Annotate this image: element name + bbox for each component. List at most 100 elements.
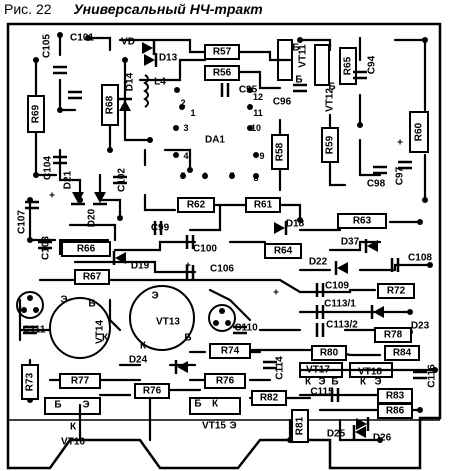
- resistor-label: R78: [384, 330, 403, 341]
- ic-pin-10: 10: [251, 123, 261, 133]
- capacitor-c97: C97: [395, 160, 412, 185]
- resistor-r76-23: R76: [134, 383, 170, 399]
- diode-d24-10: [174, 360, 188, 374]
- resistor-r86-26: R86: [377, 403, 413, 419]
- resistor-label: R56: [213, 68, 232, 79]
- resistor-r84-22: R84: [384, 345, 420, 361]
- diode-vd-0: [142, 41, 156, 55]
- transistor-label-vt18: VT18: [358, 367, 382, 378]
- transistor-pin-vt14-0: Э: [60, 295, 67, 306]
- transistor-pin-vt14-1: Б: [88, 299, 95, 310]
- resistor-r63-11: R63: [337, 213, 387, 229]
- vt16-body: [44, 397, 101, 415]
- transistor-pin-vt16-2: К: [70, 422, 77, 433]
- capacitor-c110: C110: [233, 323, 258, 335]
- resistor-label: R81: [295, 416, 306, 435]
- resistor-r57-0: R57: [204, 44, 240, 60]
- capacitor-label: C107: [17, 210, 28, 234]
- resistor-label: R82: [260, 393, 279, 404]
- resistor-label: R66: [77, 244, 96, 255]
- resistor-r82-24: R82: [251, 390, 287, 406]
- capacitor-c113-2: C113/2: [315, 320, 358, 337]
- resistor-r74-18: R74: [209, 343, 251, 359]
- diode-d14-2: [118, 97, 132, 111]
- transistor-pin-vt17-2: Б: [331, 377, 338, 388]
- transistor-pin-vt13-1: Б: [184, 333, 191, 344]
- resistor-label: R72: [387, 286, 406, 297]
- resistor-label: R63: [353, 216, 372, 227]
- capacitor-c95: C95: [220, 83, 258, 97]
- ic-pin-3: 3: [183, 123, 188, 133]
- diode-label: D14: [125, 72, 136, 91]
- capacitor-c116: C116: [413, 364, 438, 388]
- capacitor-label: C116: [427, 364, 438, 388]
- capacitor-label: C113/2: [326, 320, 358, 331]
- transistor-pin-vt15-1: К: [212, 399, 219, 410]
- transistor-pin-vt11-0: Б: [292, 43, 299, 54]
- capacitor-c114: C114: [263, 356, 286, 380]
- resistor-r56-1: R56: [204, 65, 240, 81]
- resistor-label: R73: [25, 372, 36, 391]
- transistor-pin-vt12-0: Б: [328, 82, 335, 93]
- diode-label: D21: [63, 170, 74, 189]
- vt15-body: [189, 397, 241, 415]
- diode-label: D18: [286, 219, 305, 230]
- capacitor-label: C105: [42, 34, 53, 58]
- transistor-label-vt14: VT14: [95, 320, 106, 344]
- diode-label: D25: [327, 429, 346, 440]
- diode-d22-8: [334, 261, 348, 275]
- vt12-body: [314, 44, 330, 86]
- capacitor-c100: C100: [185, 235, 217, 255]
- transistor-pin-vt17-1: Э: [318, 377, 325, 388]
- resistor-label: R68: [105, 95, 116, 114]
- resistor-label: R61: [254, 200, 273, 211]
- diode-label: VD: [121, 37, 135, 48]
- transistor-pin-vt18-1: Э: [374, 377, 381, 388]
- capacitor-c107: C107: [17, 200, 39, 234]
- capacitor-c111: C111: [23, 325, 46, 336]
- resistor-label: R80: [320, 348, 339, 359]
- diode-d21-3: [71, 192, 85, 206]
- capacitor-label: C95: [239, 85, 258, 96]
- resistor-r65-2: R65: [339, 47, 357, 85]
- capacitor-label: C98: [367, 179, 386, 190]
- capacitor-c96: C96: [273, 83, 307, 108]
- resistor-r59-7: R59: [321, 127, 339, 163]
- diode-d19-7: [112, 251, 126, 265]
- diode-d37-6: [364, 239, 378, 253]
- diode-d20-4: [93, 192, 107, 206]
- ic-pin-1: 1: [190, 108, 195, 118]
- resistor-label: R58: [275, 142, 286, 161]
- ic-pin-4: 4: [183, 151, 188, 161]
- diode-d23-9: [370, 305, 384, 319]
- ic-pins: [173, 87, 259, 179]
- resistor-label: R86: [386, 406, 405, 417]
- transistor-pin-vt13-2: К: [140, 341, 147, 352]
- capacitor-label: C97: [395, 166, 406, 185]
- resistor-label: R69: [31, 104, 42, 123]
- capacitor-c106: C106: [185, 264, 234, 279]
- diode-d18-5: [274, 221, 288, 235]
- transistor-label-vt17: VT17: [306, 365, 330, 376]
- ic-pin-2: 2: [180, 98, 185, 108]
- capacitor-label: C99: [151, 223, 170, 234]
- diode-label: D24: [129, 355, 148, 366]
- diode-label: D13: [159, 53, 178, 64]
- transistor-pin-vt17-0: К: [305, 377, 312, 388]
- resistor-r60-8: R60: [409, 111, 429, 153]
- vt11-body: [277, 39, 293, 81]
- resistor-r77-17: R77: [59, 373, 101, 389]
- ic-pin-7: 7: [229, 171, 234, 181]
- transistor-pin-vt14-2: К: [102, 333, 109, 344]
- copper-traces: [18, 33, 437, 442]
- vt14-body: [49, 297, 111, 359]
- transistor-bodies: [16, 39, 393, 415]
- transistor-label-vt12: VT12: [325, 88, 336, 112]
- capacitor-c98: C98: [367, 165, 387, 190]
- vt-round-left: [16, 291, 44, 319]
- diode-label: D19: [131, 261, 150, 272]
- capacitor-c108: C108: [390, 253, 432, 272]
- resistor-label: R62: [187, 200, 206, 211]
